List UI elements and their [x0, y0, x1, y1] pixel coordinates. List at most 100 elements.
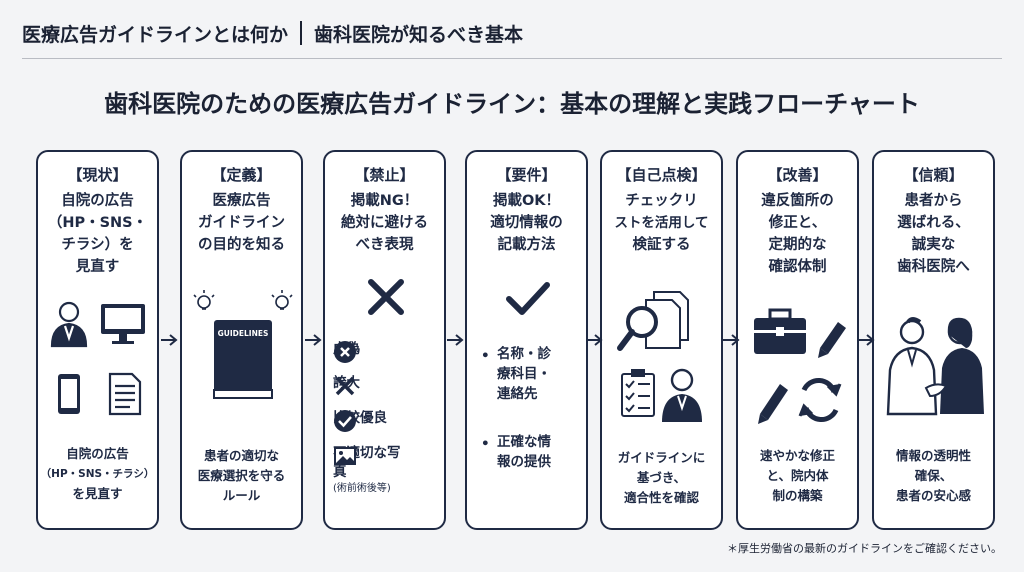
flow-arrow-icon [586, 334, 603, 346]
guidelines-book-illustration: GUIDELINES [193, 290, 293, 399]
flow-arrow-icon [858, 334, 875, 346]
header-left-title: 医療広告ガイドラインとは何か [22, 23, 289, 46]
card-title-line: ガイドライン [198, 215, 285, 231]
patient-icon [940, 317, 984, 414]
bullet-line: 報の提供 [497, 454, 551, 470]
card-title-line: の目的を知る [198, 237, 285, 253]
card-title-line: 選ばれる、 [897, 215, 970, 231]
desc-line: 基づき、 [636, 470, 687, 485]
desc-line: 情報の透明性 [895, 448, 971, 463]
card-title-line: 定期的な [768, 237, 827, 253]
handshake-illustration [886, 317, 984, 416]
card-title-line: 歯科医院へ [897, 259, 970, 275]
requirement-bullet: • 名称・診 療科目・ 連絡先 [481, 346, 551, 402]
card-definition: 【定義】 医療広告 ガイドライン の目的を知る GUIDELINES 患者の適切… [180, 150, 303, 530]
card-title-line: 検証する [632, 237, 691, 253]
card-improvement: 【改善】 違反箇所の 修正と、 定期的な 確認体制 速やかな修正 と、院内 [736, 150, 859, 530]
doctor-icon [886, 317, 938, 416]
card-tag: 【禁止】 [354, 166, 415, 184]
document-icon [108, 372, 142, 416]
desc-line: （HP・SNS・チラシ） [40, 468, 155, 480]
card-title-line: チェックリ [625, 193, 698, 209]
x-icon [335, 376, 355, 396]
card-title-line: チラシ）を [61, 237, 134, 253]
card-title: 自院の広告 （HP・SNS・ チラシ）を 見直す [38, 190, 157, 278]
card-tag: 【要件】 [496, 166, 557, 184]
bullet-line: 連絡先 [497, 386, 538, 402]
card-title-line: ストを活用して [614, 215, 709, 231]
smartphone-icon [58, 374, 80, 414]
card-title-line: 記載方法 [497, 237, 556, 253]
card-title: 掲載OK！ 適切情報の 記載方法 [467, 190, 586, 256]
desc-line: ガイドラインに [617, 450, 706, 465]
desc-line: と、院内体 [766, 468, 829, 483]
card-current-state: 【現状】 自院の広告 （HP・SNS・ チラシ）を 見直す [36, 150, 159, 530]
magnifier-icon [617, 306, 658, 351]
flow-arrow-icon [723, 334, 740, 346]
pencil-icon [758, 384, 788, 424]
card-description: ガイドラインに 基づき、 適合性を確認 [602, 448, 721, 508]
card-description: 情報の透明性 確保、 患者の安心感 [874, 446, 993, 506]
item-sublabel: (術前術後等) [333, 483, 391, 494]
check-circle-icon [334, 410, 356, 432]
card-title-line: 医療広告 [212, 193, 271, 209]
desc-line: ルール [222, 488, 261, 503]
card-description: 速やかな修正 と、院内体 制の構築 [738, 446, 857, 506]
page-header: 医療広告ガイドラインとは何か 歯科医院が知るべき基本 [22, 8, 1002, 58]
card-prohibited: 【禁止】 掲載NG！ 絶対に避ける べき表現 虚偽 誇大 比較優良 不適切な写真… [323, 150, 446, 530]
x-circle-icon [334, 341, 356, 363]
desc-line: 医療選択を守る [197, 468, 286, 483]
bullet-line: 名称・診 [497, 346, 551, 362]
inspection-illustration [617, 291, 702, 422]
card-title-line: 誠実な [911, 237, 956, 253]
card-description: 患者の適切な 医療選択を守る ルール [182, 446, 301, 506]
big-check-icon [506, 282, 550, 315]
header-right-title: 歯科医院が知るべき基本 [314, 23, 524, 46]
monitor-icon [101, 304, 145, 344]
card-self-check: 【自己点検】 チェックリ ストを活用して 検証する ガイドラインに 基づき、 適… [600, 150, 723, 530]
big-x-icon [368, 279, 404, 315]
documents-icon [645, 291, 689, 349]
lightbulb-icon [193, 290, 215, 310]
card-title-line: べき表現 [355, 237, 414, 253]
card-requirements: 【要件】 掲載OK！ 適切情報の 記載方法 • 名称・診 療科目・ 連絡先 • … [465, 150, 588, 530]
checklist-icon [621, 369, 655, 417]
desc-line: を見直す [72, 486, 123, 501]
desc-line: 制の構築 [772, 488, 823, 503]
prohibited-item: 比較優良 [333, 409, 387, 432]
requirement-bullet: • 正確な情 報の提供 [481, 434, 551, 470]
card-title-line: 適切情報の [490, 215, 563, 231]
card-title-line: 違反箇所の [761, 193, 834, 209]
footnote: ＊厚生労働省の最新のガイドラインをご確認ください。 [727, 542, 1002, 555]
card-title-line: 修正と、 [768, 215, 827, 231]
desc-line: 速やかな修正 [759, 448, 835, 463]
card-title-line: 絶対に避ける [341, 215, 428, 231]
handshake-icon [924, 383, 948, 398]
card-title-line: 確認体制 [768, 259, 827, 275]
card-title-line: 自院の広告 [61, 193, 134, 209]
card-tag: 【改善】 [767, 166, 828, 184]
card-title-line: （HP・SNS・ [47, 215, 148, 231]
card-description: 自院の広告 （HP・SNS・チラシ） を見直す [38, 444, 157, 504]
refresh-icon [798, 378, 842, 422]
book-label: GUIDELINES [218, 329, 269, 338]
bullet-line: 療科目・ [497, 366, 551, 382]
lightbulb-icon [271, 290, 293, 310]
book-icon: GUIDELINES [213, 320, 273, 399]
card-title-line: 掲載NG！ [350, 193, 419, 209]
card-title: 医療広告 ガイドライン の目的を知る [182, 190, 301, 256]
card-trust: 【信頼】 患者から 選ばれる、 誠実な 歯科医院へ 情報の透明性 確保、 患者の… [872, 150, 995, 530]
card-title: 掲載NG！ 絶対に避ける べき表現 [325, 190, 444, 256]
card-title-line: 患者から [904, 193, 963, 209]
card-title: チェックリ ストを活用して 検証する [602, 190, 721, 256]
flow-arrow-icon [447, 334, 464, 346]
prohibited-item: 誇大 [333, 374, 360, 396]
prohibited-item: 不適切な写真 (術前術後等) [333, 444, 403, 495]
pen-icon [818, 322, 846, 358]
flow-arrow-icon [161, 334, 178, 346]
flow-arrow-icon [305, 334, 322, 346]
devices-illustration [50, 301, 145, 416]
desc-line: 患者の適切な [203, 448, 279, 463]
header-rule [22, 58, 1002, 59]
prohibited-item: 虚偽 [333, 340, 360, 363]
